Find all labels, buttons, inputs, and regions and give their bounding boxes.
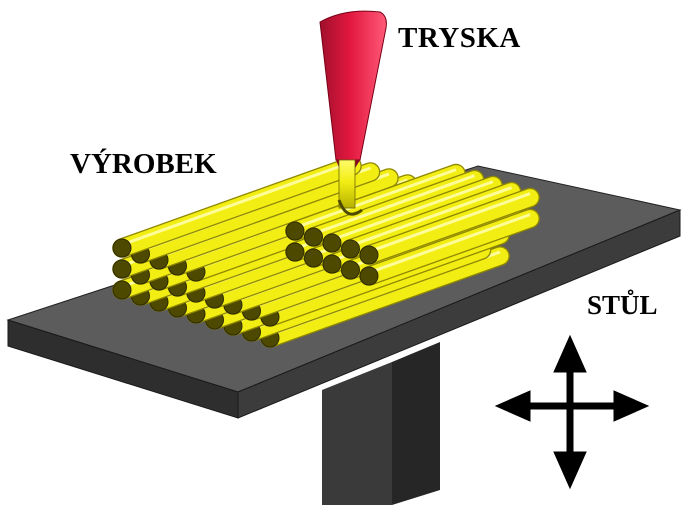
product (112, 156, 540, 348)
filament-rod (359, 187, 540, 265)
table-leg (322, 342, 440, 505)
nozzle-body (319, 10, 387, 161)
nozzle (319, 10, 387, 216)
filament-rod (285, 163, 466, 241)
filament-rod (322, 175, 503, 253)
filament-rod (112, 156, 362, 258)
filament-rod (340, 181, 522, 259)
nozzle-label: TRYSKA (398, 22, 521, 54)
table-side (237, 209, 681, 419)
filament-rod (359, 208, 540, 286)
filament-rod (260, 246, 510, 348)
product-label: VÝROBEK (70, 148, 217, 180)
table-label: STŮL (587, 290, 658, 320)
filament-rod (303, 169, 485, 247)
four-way-move-arrow-icon (494, 334, 650, 490)
extruded-filament (338, 159, 356, 209)
